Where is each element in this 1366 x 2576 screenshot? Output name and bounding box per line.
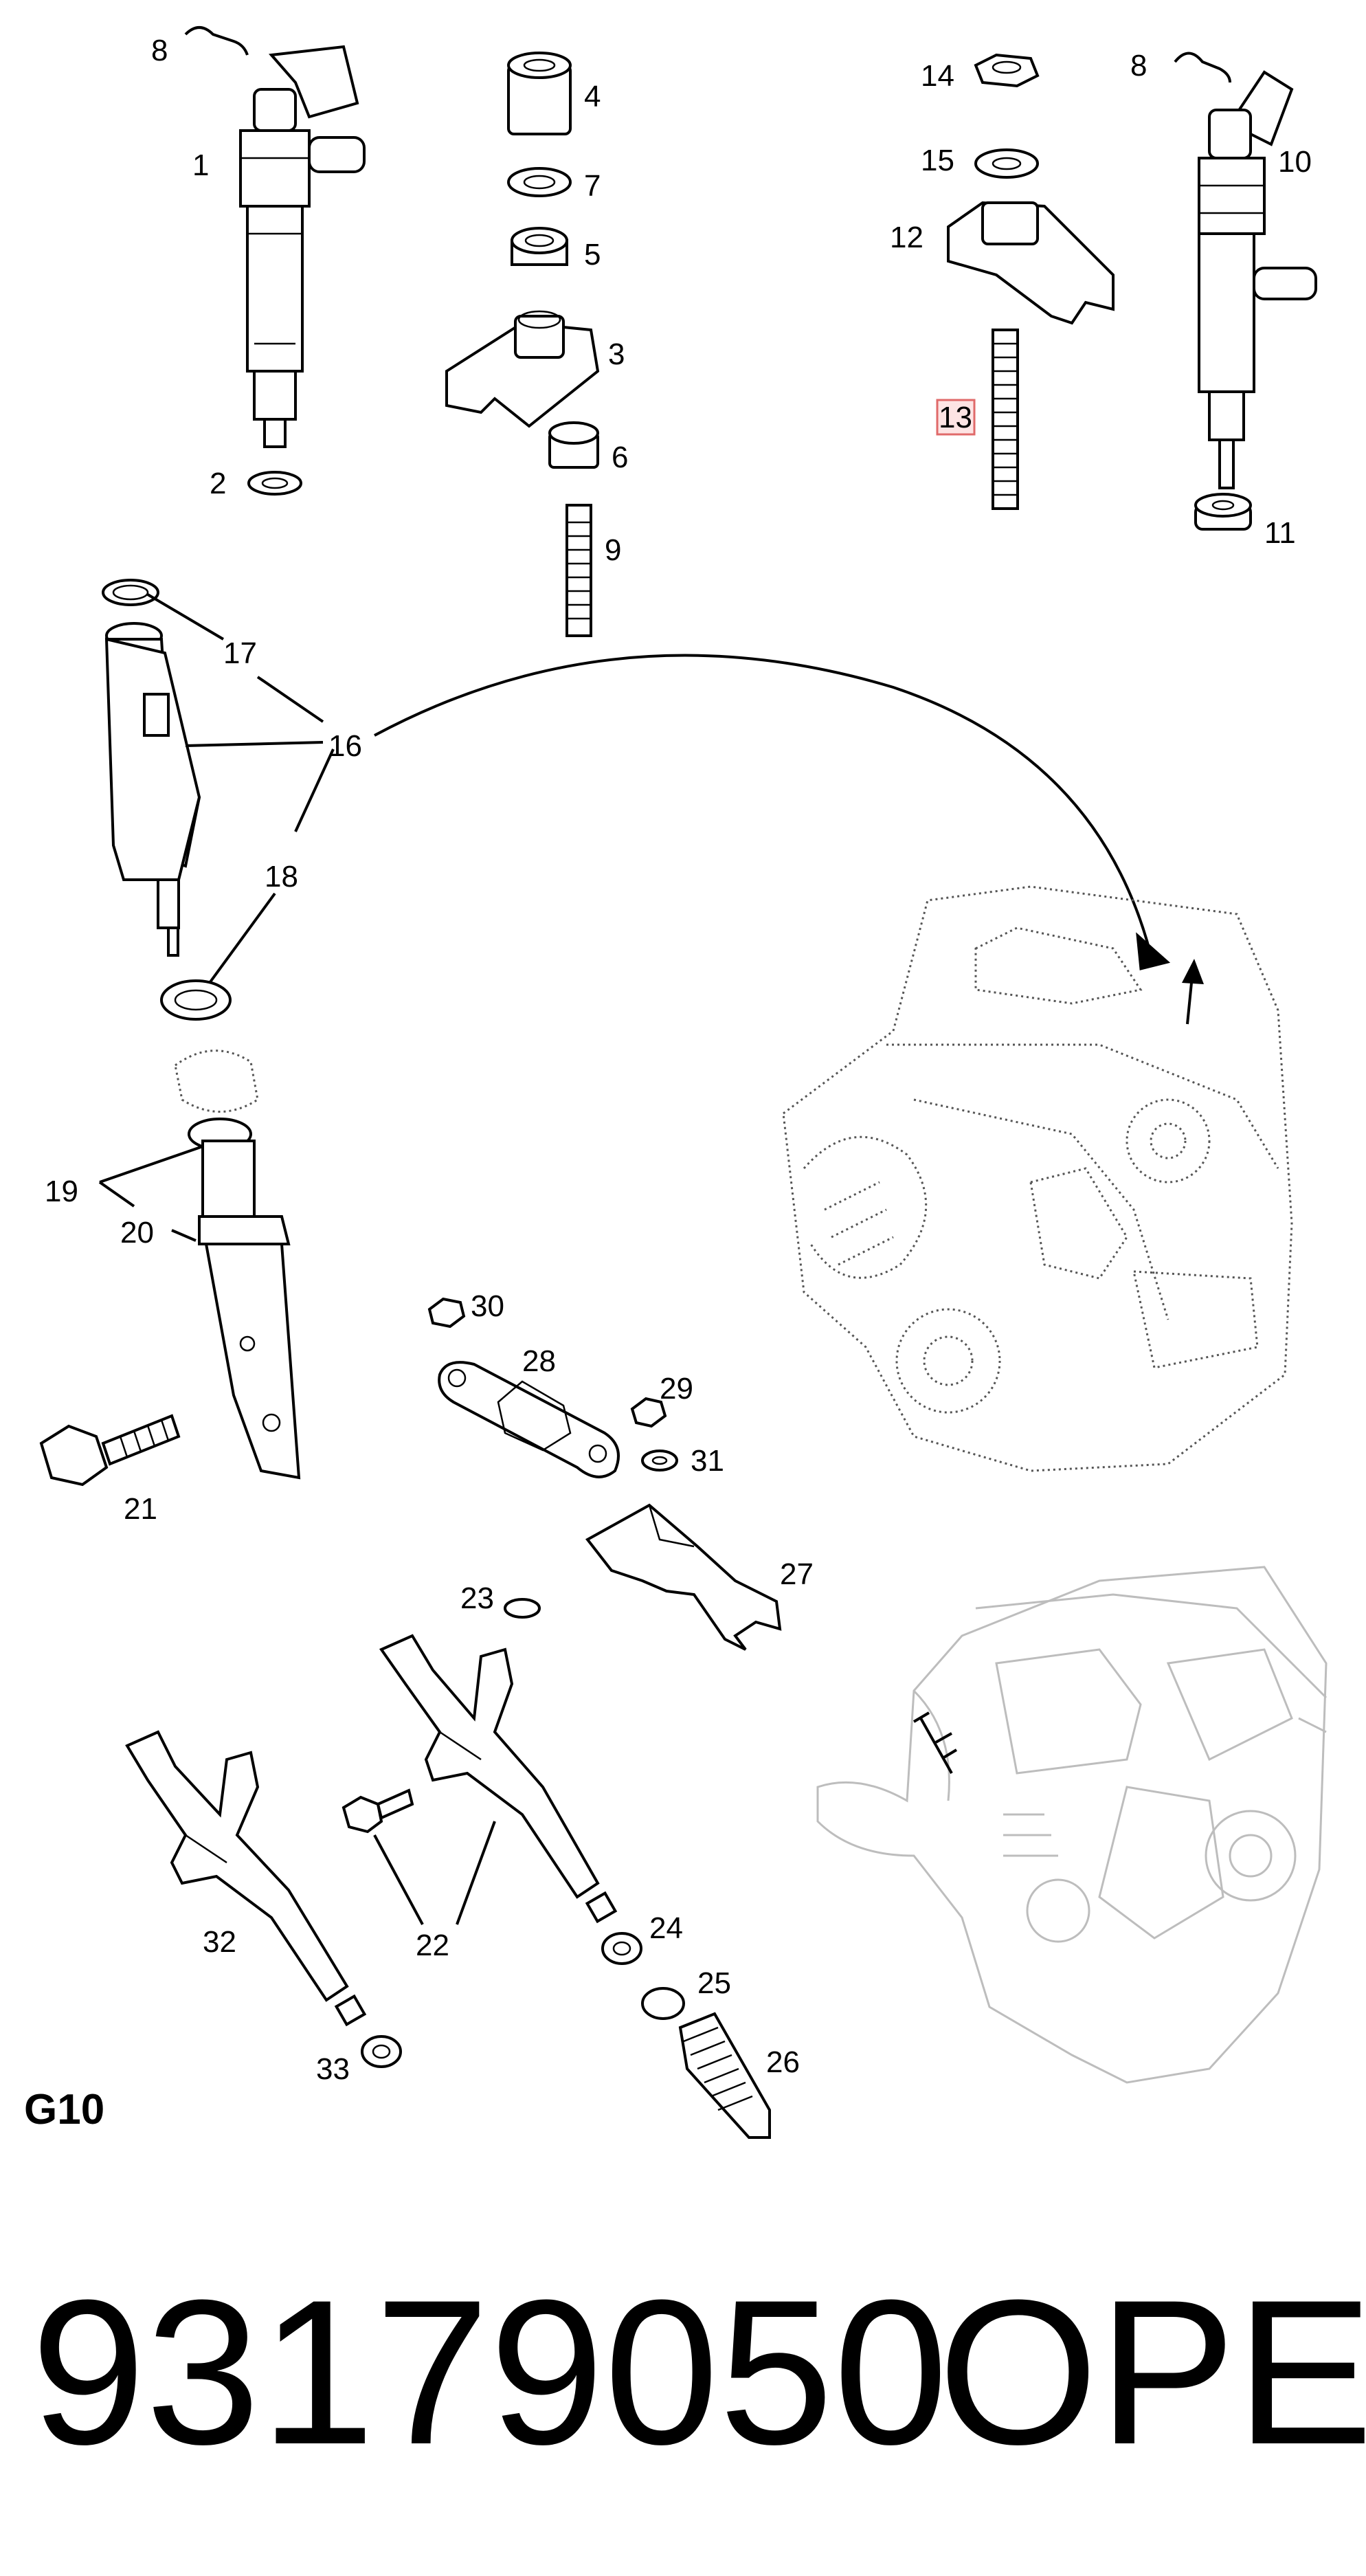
callout-16: 16: [328, 729, 362, 763]
callout-21: 21: [124, 1492, 157, 1526]
clip-part-8-right: [1174, 52, 1231, 83]
callout-23: 23: [460, 1581, 494, 1615]
callout-22: 22: [416, 1929, 449, 1962]
engine-illustration-dotted: [782, 885, 1293, 1472]
seal-part-24: [601, 1932, 642, 1965]
injector-part-16: [104, 622, 201, 957]
callout-28: 28: [522, 1344, 556, 1378]
callout-14: 14: [921, 59, 954, 93]
sleeve-part-19-20: [174, 1050, 301, 1480]
callout-25: 25: [697, 1966, 731, 2000]
callout-27: 27: [780, 1557, 814, 1591]
arrow-curve: [374, 654, 1152, 956]
seal-part-33: [361, 2035, 402, 2068]
washer-part-15: [974, 148, 1039, 179]
injector-part-22: [379, 1634, 618, 1924]
washer-part-2: [247, 471, 302, 496]
seal-part-23: [504, 1598, 541, 1619]
callout-5: 5: [584, 238, 601, 271]
clip-part-8-left: [184, 26, 249, 56]
injector-part-1: [239, 45, 366, 448]
callout-33: 33: [316, 2052, 350, 2086]
stud-part-9: [566, 504, 592, 637]
callout-29: 29: [660, 1372, 693, 1406]
nut-part-29: [630, 1397, 667, 1428]
callout-15: 15: [921, 144, 954, 177]
callout-3: 3: [608, 337, 625, 371]
callout-1: 1: [192, 148, 209, 182]
washer-part-11: [1194, 493, 1252, 531]
callout-9: 9: [605, 533, 621, 567]
nut-part-14: [974, 53, 1040, 88]
clamp-part-12: [947, 201, 1115, 325]
callout-11: 11: [1264, 516, 1296, 550]
callout-6: 6: [612, 441, 628, 474]
part-number: 93179050: [31, 2256, 948, 2487]
callout-26: 26: [766, 2045, 800, 2079]
bolt-part-21: [39, 1414, 181, 1487]
sleeve-part-4: [507, 52, 572, 135]
spacer-part-5: [511, 227, 568, 266]
section-label: G10: [24, 2086, 104, 2133]
callout-7: 7: [584, 169, 601, 203]
spacer-part-6: [548, 421, 599, 469]
seal-part-17: [102, 579, 159, 606]
callout-10: 10: [1278, 145, 1312, 179]
callout-18: 18: [265, 860, 298, 893]
callout-17: 17: [223, 636, 257, 670]
seal-part-25: [641, 1987, 685, 2020]
nut-part-30: [427, 1297, 466, 1329]
sleeve-part-26: [678, 2012, 771, 2139]
callout-32: 32: [203, 1925, 236, 1959]
callout-31: 31: [691, 1444, 724, 1478]
washer-part-7: [507, 167, 572, 197]
callout-19: 19: [45, 1175, 78, 1208]
clamp-part-3: [445, 310, 600, 428]
arrowhead: [1136, 932, 1171, 970]
callout-4: 4: [584, 80, 601, 113]
clamp-part-27: [585, 1503, 782, 1651]
seal-part-18: [160, 979, 232, 1021]
callout-13: 13: [939, 401, 972, 434]
callout-13-highlight: [936, 399, 976, 436]
callout-24: 24: [649, 1911, 683, 1945]
brand-name: OPEL: [938, 2256, 1366, 2487]
injector-part-10: [1198, 70, 1317, 489]
callout-20: 20: [120, 1216, 154, 1250]
callout-30: 30: [471, 1289, 504, 1323]
injector-part-32: [125, 1730, 367, 2027]
callout-2: 2: [210, 467, 226, 500]
callout-8: 8: [1130, 49, 1147, 82]
callout-12: 12: [890, 221, 923, 254]
bolt-part-22: [342, 1788, 414, 1834]
engine-illustration-grey: [816, 1566, 1328, 2084]
stud-part-13: [992, 329, 1019, 510]
callout-8: 8: [151, 34, 168, 67]
washer-part-31: [641, 1450, 678, 1472]
bracket-part-28: [438, 1361, 620, 1478]
